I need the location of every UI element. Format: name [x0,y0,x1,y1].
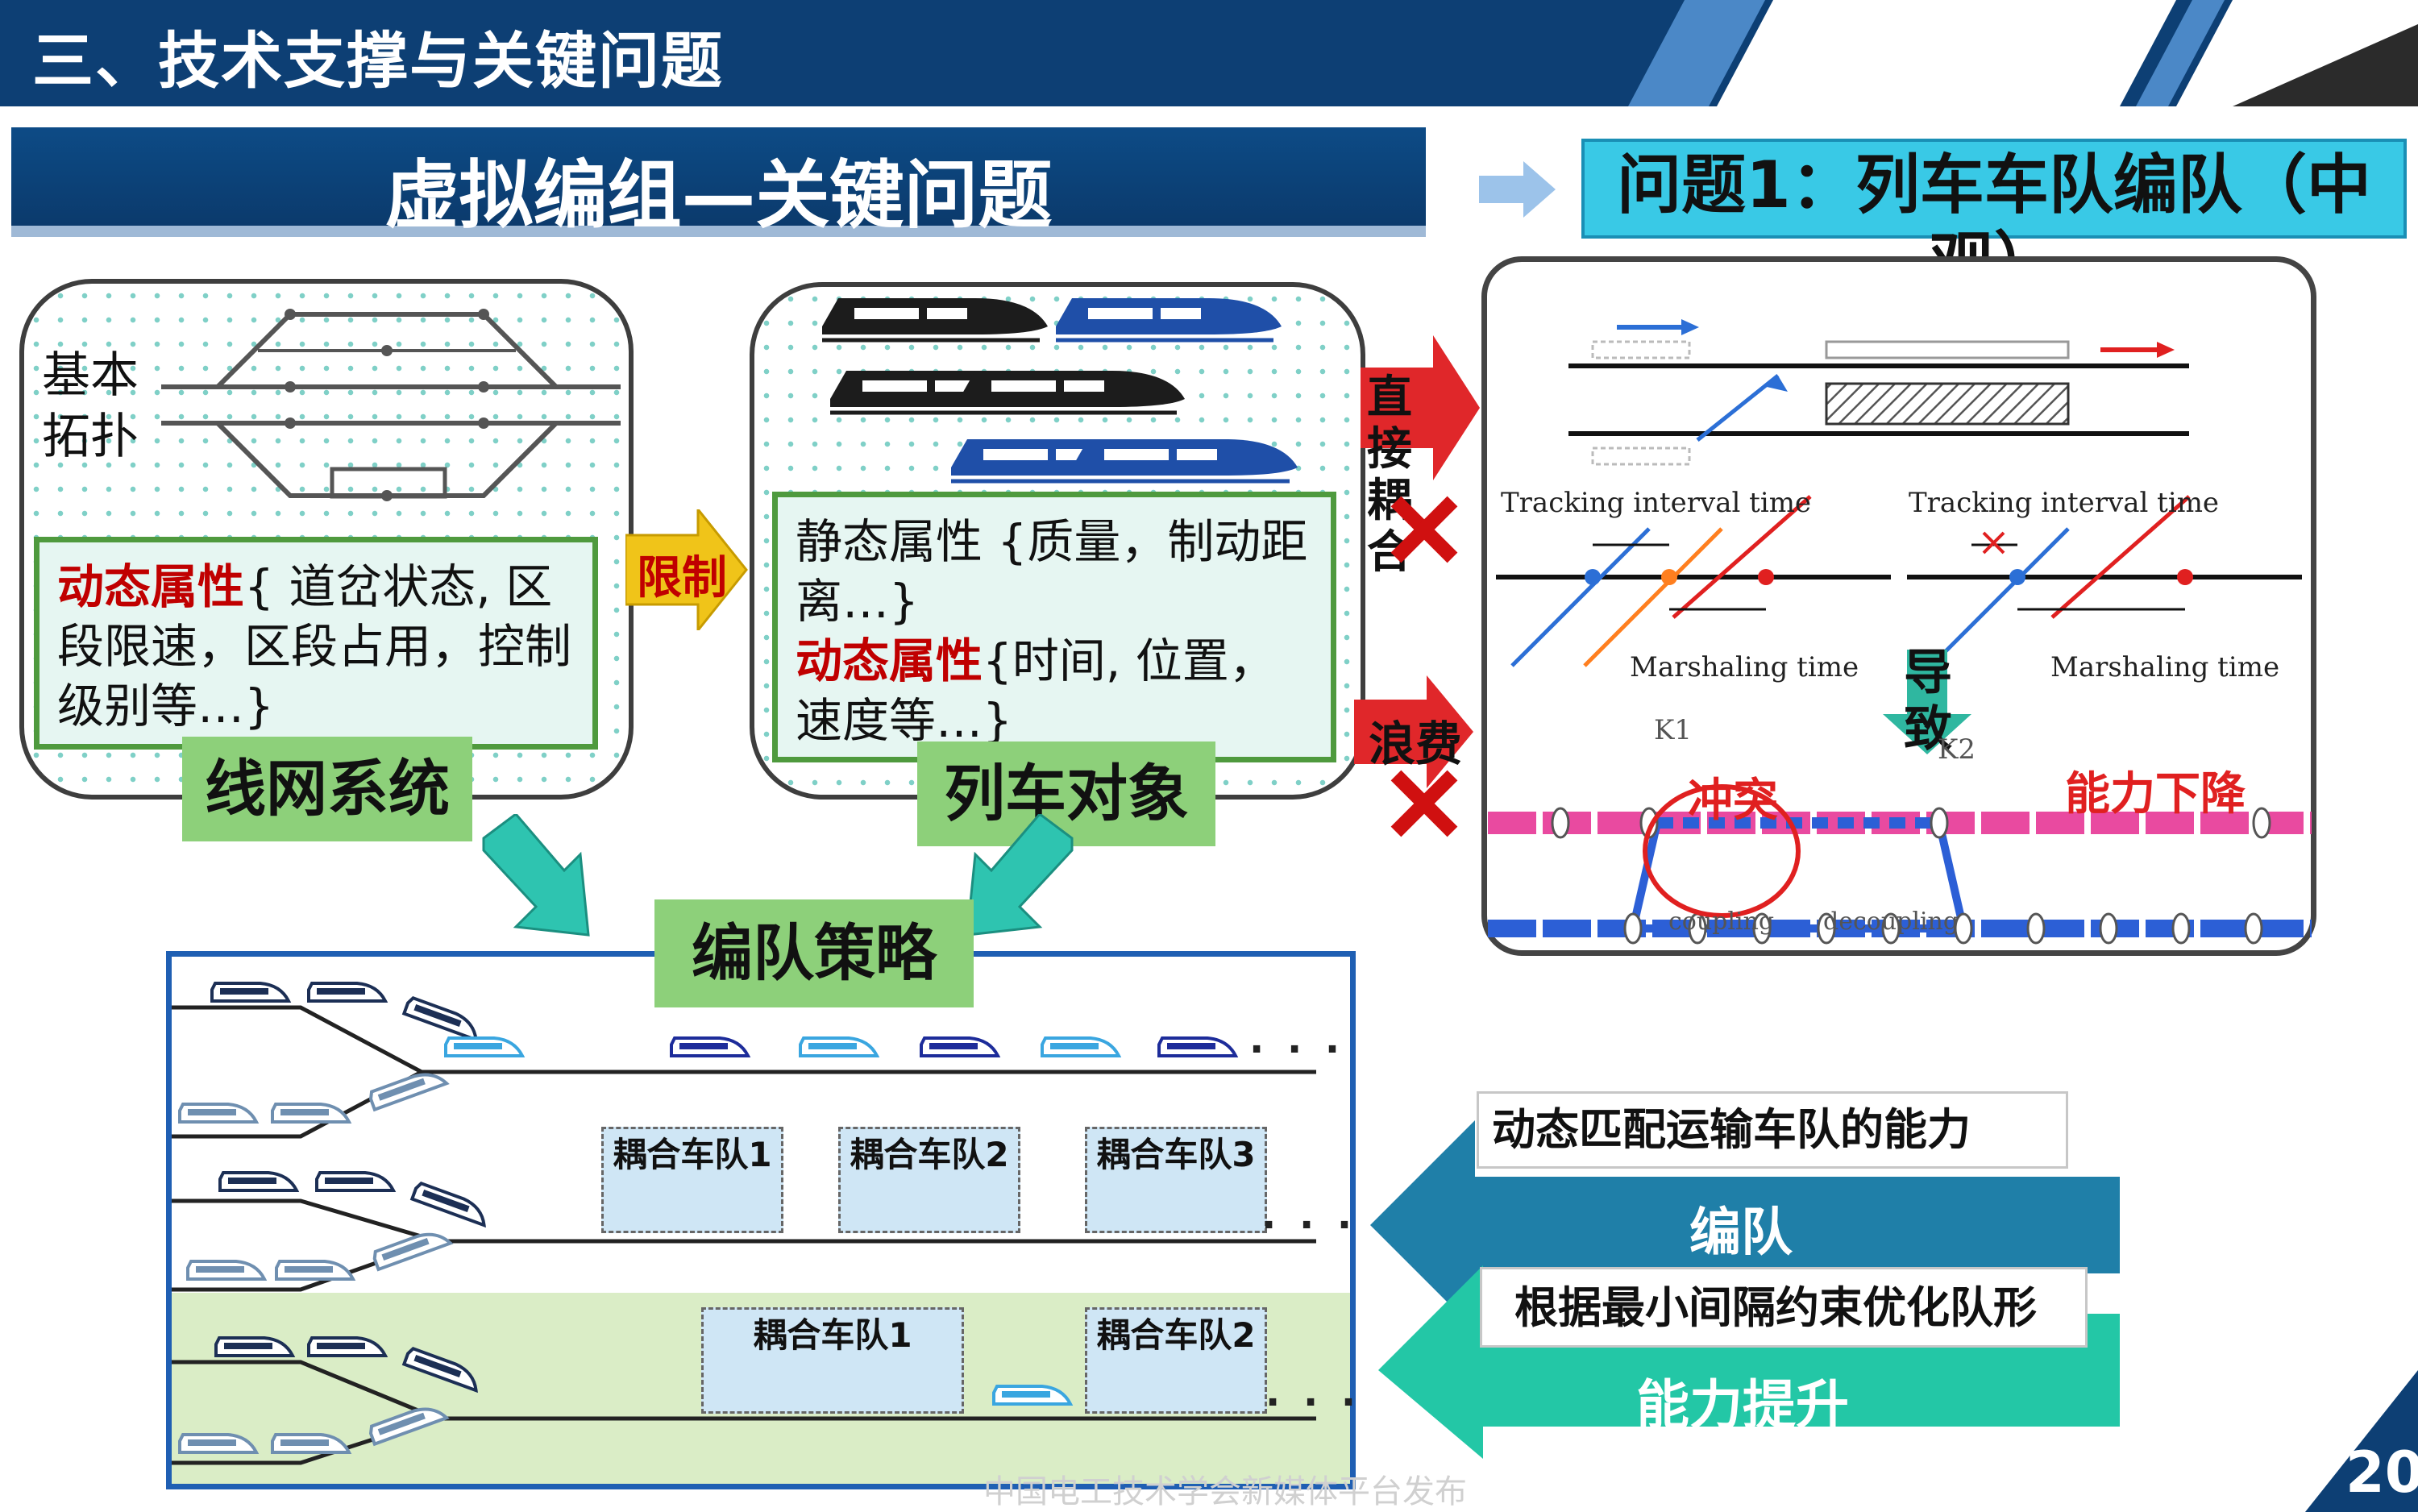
footer-watermark: 中国电工技术学会新媒体平台发布 [983,1473,1467,1510]
train-dynamic-label: 动态属性 [796,633,983,688]
limit-label: 限制 [637,552,727,604]
topology-label-line1: 基本 [42,347,139,404]
network-attr-box: 动态属性{ 道岔状态, 区段限速，区段占用，控制级别等…} [34,537,598,750]
capacity-drop-label: 能力下降 [2065,768,2246,820]
coupled-group-r2-3: 耦合车队3 [1085,1127,1267,1233]
ellipsis-r1: . . . [1249,1017,1345,1062]
marshaling-label-left: Marshaling time [1630,651,1859,683]
coupled-group-r3-1: 耦合车队1 [701,1307,964,1414]
right-diagram-panel [1481,256,2316,956]
formation-label: 编队 [1689,1203,1793,1263]
lead-label: 导致 [1904,645,1952,758]
k1-label: K1 [1654,714,1693,746]
ellipsis-r3: . . . [1265,1370,1361,1415]
cross-icon-1 [1390,496,1458,563]
train-icons [814,290,1330,492]
capacity-up-label: 能力提升 [1636,1374,1849,1436]
right-arrow-icon [1479,161,1556,218]
network-dynamic-text: { 道岔状态, 区段限速，区段占用，控制级别等…} [57,559,572,733]
tracking-diagram [1488,319,2312,945]
teal-arrow-right-icon [966,814,1074,937]
k2-label: K2 [1938,733,1976,766]
direct-coupling-label: 直接耦合 [1367,372,1412,579]
limit-arrow-icon [625,509,748,630]
track-topology-diagram [161,309,621,501]
ellipsis-r2: . . . [1261,1193,1357,1238]
page-title: 三、技术支撑与关键问题 [32,25,724,97]
coupled-label-r3-1: 耦合车队1 [753,1315,912,1355]
network-system-tag: 线网系统 [182,737,472,841]
topology-label: 基本 拓扑 [42,345,139,467]
coupled-group-r2-1: 耦合车队1 [601,1127,783,1233]
train-object-tag: 列车对象 [917,741,1215,846]
strategy-tag: 编队策略 [654,899,974,1007]
page-corner [2305,1370,2418,1512]
coupled-group-r3-2: 耦合车队2 [1085,1307,1267,1414]
optimize-box: 根据最小间隔约束优化队形 [1480,1267,2088,1348]
coupled-label-r2-1: 耦合车队1 [613,1135,772,1174]
header-stripes [1628,0,2418,106]
train-attr-box: 静态属性 {质量，制动距离…} 动态属性{时间, 位置，速度等…} [772,492,1336,762]
formation-tracks [172,982,1316,1465]
conflict-label: 冲突 [1688,775,1778,827]
topology-label-line2: 拓扑 [42,409,139,465]
coupled-group-r2-2: 耦合车队2 [838,1127,1020,1233]
coupled-label-r3-2: 耦合车队2 [1096,1315,1256,1355]
cross-icon-2 [1390,770,1458,837]
tracking-label-left: Tracking interval time [1501,487,1812,519]
section-title: 虚拟编组—关键问题 [384,152,1053,239]
dynamic-match-box: 动态匹配运输车队的能力 [1477,1091,2068,1169]
teal-arrow-left-icon [482,814,590,937]
coupled-label-r2-2: 耦合车队2 [850,1135,1009,1174]
waste-arrow-icon [1354,675,1473,788]
coupling-label: coupling [1668,908,1775,936]
coupled-label-r2-3: 耦合车队3 [1096,1135,1256,1174]
section-banner: 虚拟编组—关键问题 [11,127,1426,239]
waste-label: 浪费 [1369,717,1463,771]
issue-title-box: 问题1：列车车队编队（中观） [1581,139,2407,300]
network-dynamic-label: 动态属性 [57,559,245,614]
direct-coupling-arrow-icon [1361,335,1480,480]
decoupling-label: decoupling [1823,908,1959,936]
page-number: 20 [2345,1439,2418,1506]
tracking-label-right: Tracking interval time [1909,487,2220,519]
train-static-text: 静态属性 {质量，制动距离…} [796,514,1308,629]
marshaling-label-right: Marshaling time [2050,651,2280,683]
train-dynamic-text: {时间, 位置，速度等…} [796,633,1276,748]
